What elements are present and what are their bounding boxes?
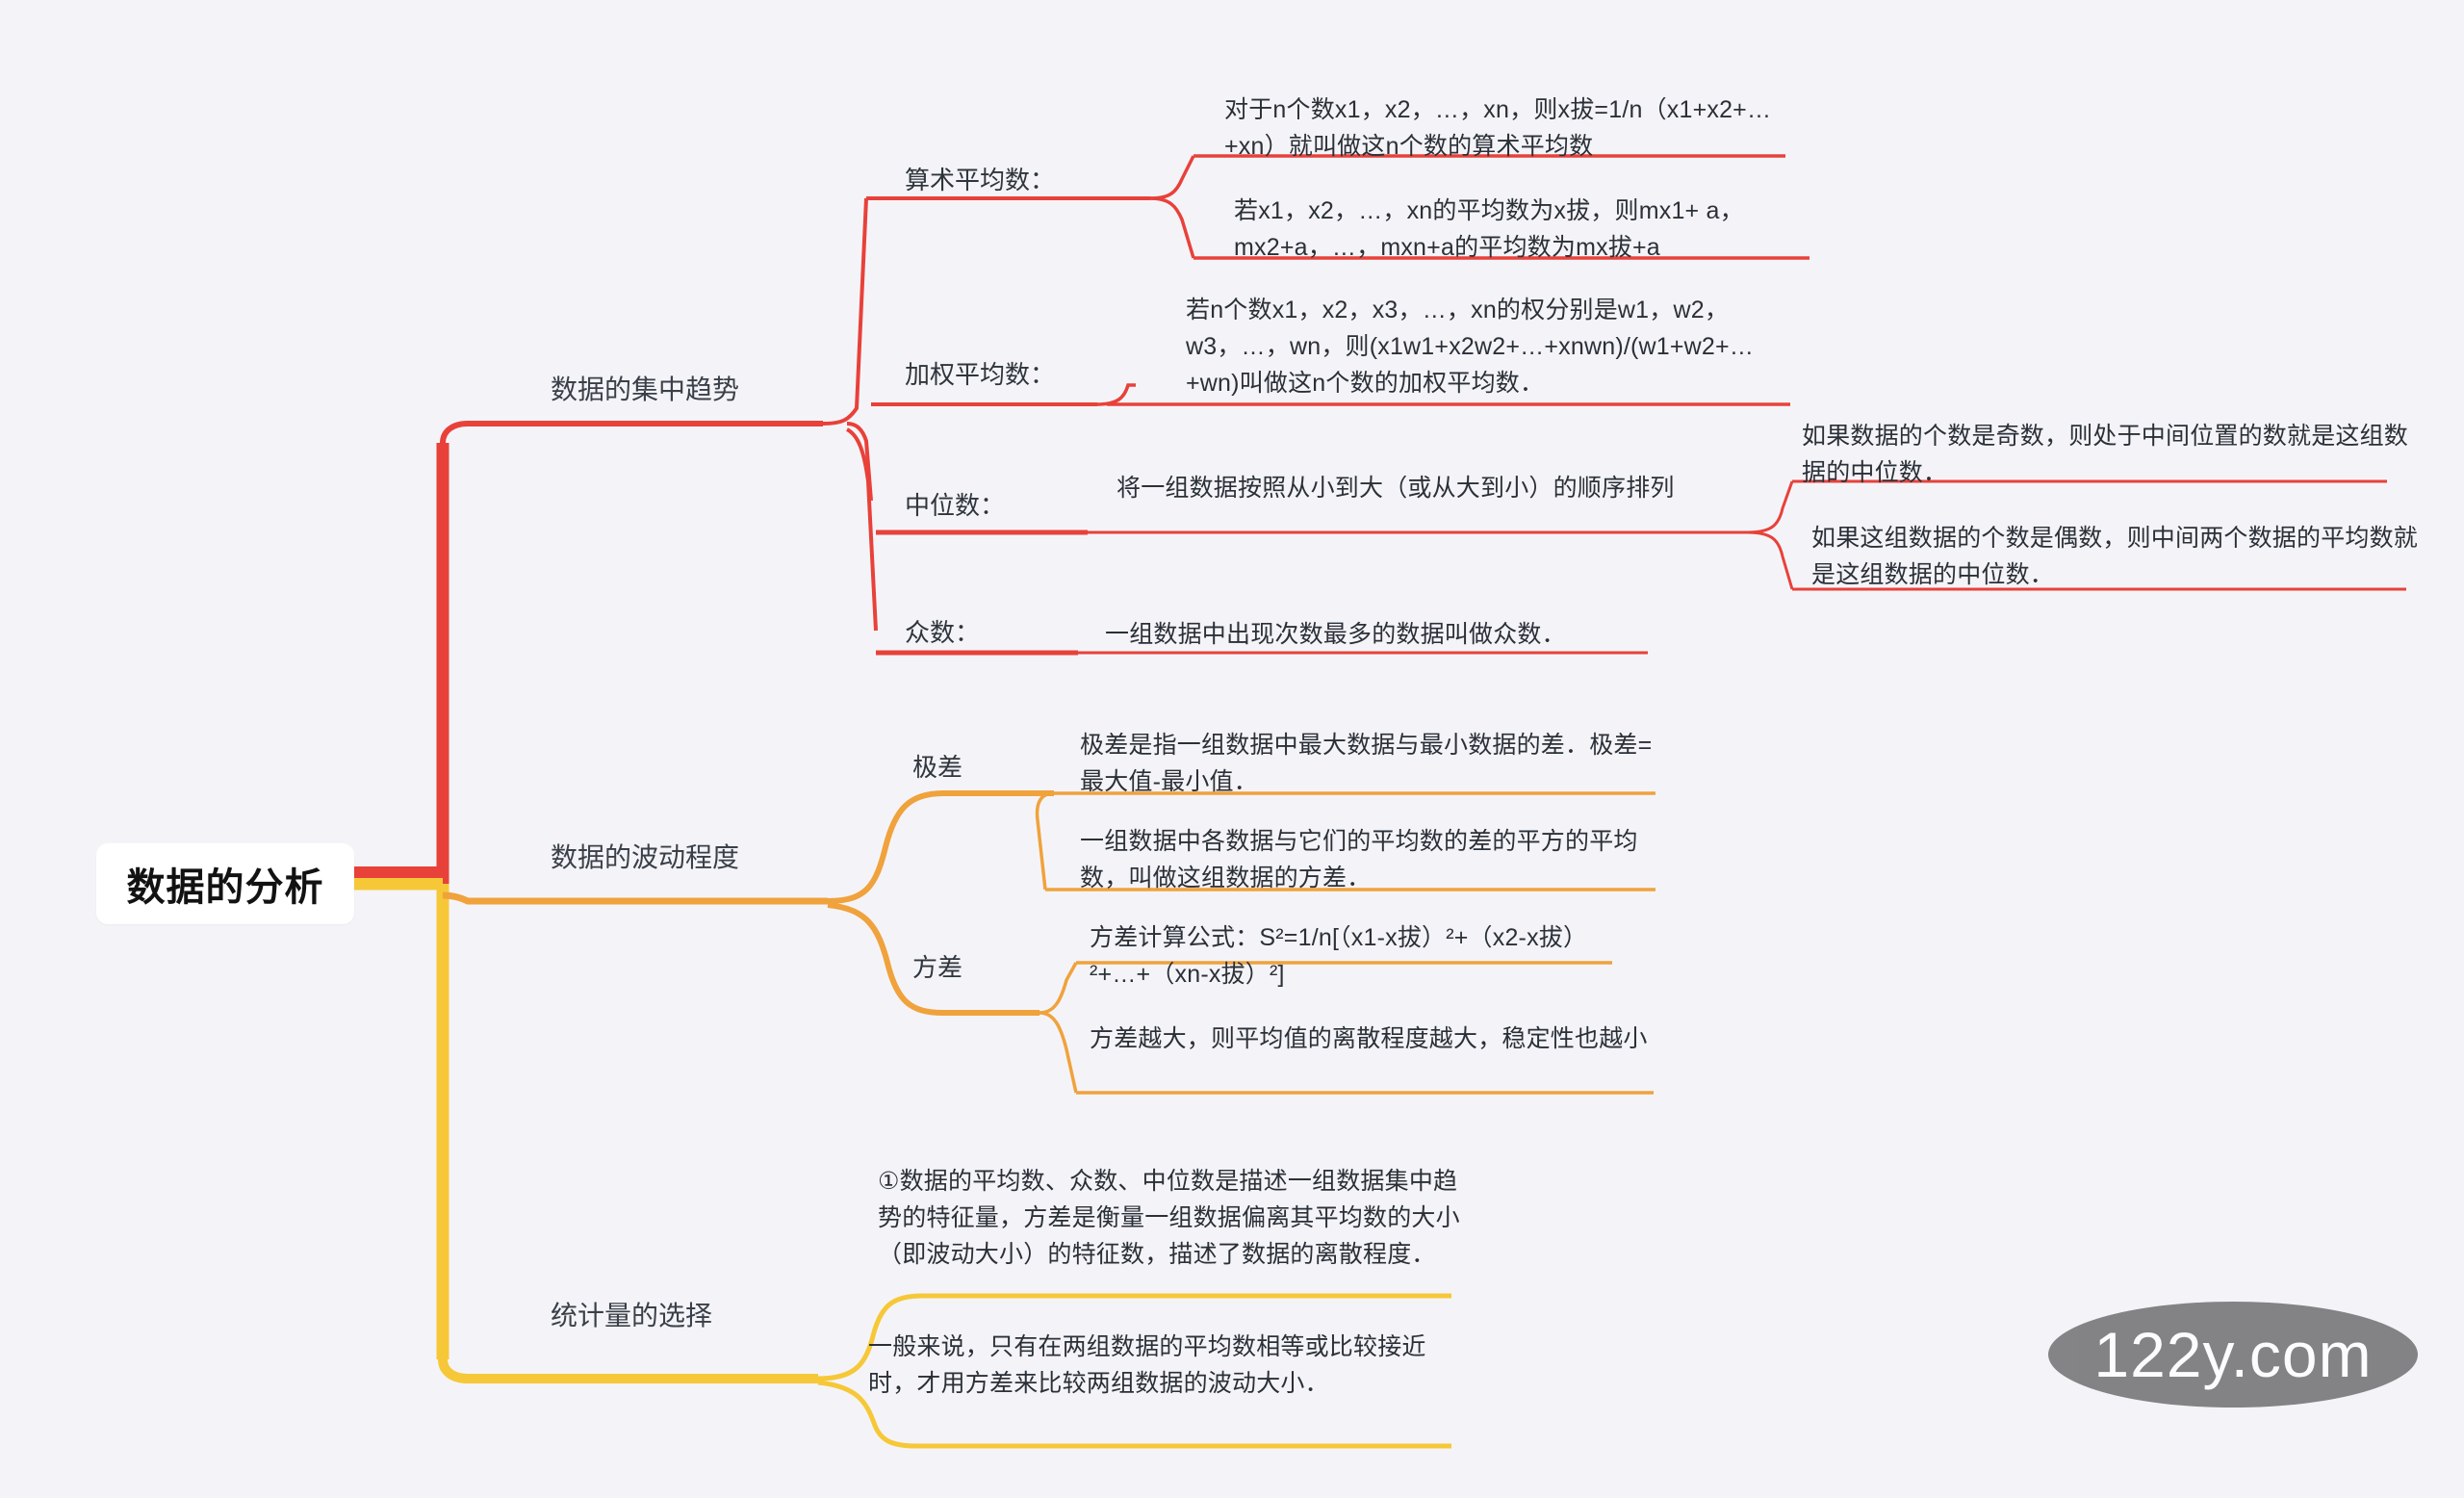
leaf-variance-meaning[interactable]: 方差越大，则平均值的离散程度越大，稳定性也越小 — [1090, 1025, 1648, 1052]
leaf-median-odd-count[interactable]: 如果数据的个数是奇数，则处于中间位置的数就是这组数据的中位数． — [1802, 423, 2409, 486]
leaf-weighted-mean-definition[interactable]: 若n个数x1，x2，x3，…，xn的权分别是w1，w2，w3，…，wn，则(x1… — [1186, 297, 1755, 397]
leaf-statistic-summary[interactable]: ①数据的平均数、众数、中位数是描述一组数据集中趋势的特征量，方差是衡量一组数据偏… — [878, 1168, 1460, 1268]
leaf-arithmetic-mean-definition[interactable]: 对于n个数x1，x2，…，xn，则x拔=1/n（x1+x2+…+xn）就叫做这n… — [1224, 96, 1772, 160]
leaf-median-even-count[interactable]: 如果这组数据的个数是偶数，则中间两个数据的平均数就是这组数据的中位数． — [1811, 525, 2419, 588]
branch-label-central-tendency[interactable]: 数据的集中趋势 — [551, 374, 740, 404]
leaf-variance-definition[interactable]: 一组数据中各数据与它们的平均数的差的平方的平均数，叫做这组数据的方差． — [1080, 828, 1638, 891]
watermark-logo: 122y.com — [2048, 1302, 2418, 1408]
leaf-arithmetic-mean-property[interactable]: 若x1，x2，…，xn的平均数为x拔，则mx1+ a，mx2+a，…，mxn+a… — [1234, 197, 1744, 261]
root-label: 数据的分析 — [126, 866, 324, 909]
leaf-mode-definition[interactable]: 一组数据中出现次数最多的数据叫做众数． — [1105, 621, 1566, 648]
branch-label-statistic-choice[interactable]: 统计量的选择 — [551, 1301, 713, 1330]
leaf-median-ordering[interactable]: 将一组数据按照从小到大（或从大到小）的顺序排列 — [1116, 475, 1675, 502]
branch-label-dispersion[interactable]: 数据的波动程度 — [551, 842, 740, 872]
topic-label-median[interactable]: 中位数： — [905, 491, 1006, 520]
topic-label-range[interactable]: 极差 — [912, 753, 963, 782]
root-node[interactable]: 数据的分析 — [96, 843, 354, 924]
topic-label-mode[interactable]: 众数： — [905, 618, 981, 647]
topic-label-variance[interactable]: 方差 — [912, 953, 963, 982]
watermark-text: 122y.com — [2093, 1319, 2373, 1390]
topic-label-arithmetic-mean[interactable]: 算术平均数： — [905, 166, 1056, 194]
leaf-range-definition[interactable]: 极差是指一组数据中最大数据与最小数据的差．极差=最大值-最小值． — [1080, 732, 1653, 795]
leaf-variance-formula[interactable]: 方差计算公式：S²=1/n[（x1-x拔）²+（x2-x拔）²+…+（xn-x拔… — [1090, 924, 1588, 988]
leaf-statistic-variance-usage[interactable]: 一般来说，只有在两组数据的平均数相等或比较接近时，才用方差来比较两组数据的波动大… — [868, 1333, 1426, 1397]
topic-label-weighted-mean[interactable]: 加权平均数： — [905, 360, 1056, 389]
